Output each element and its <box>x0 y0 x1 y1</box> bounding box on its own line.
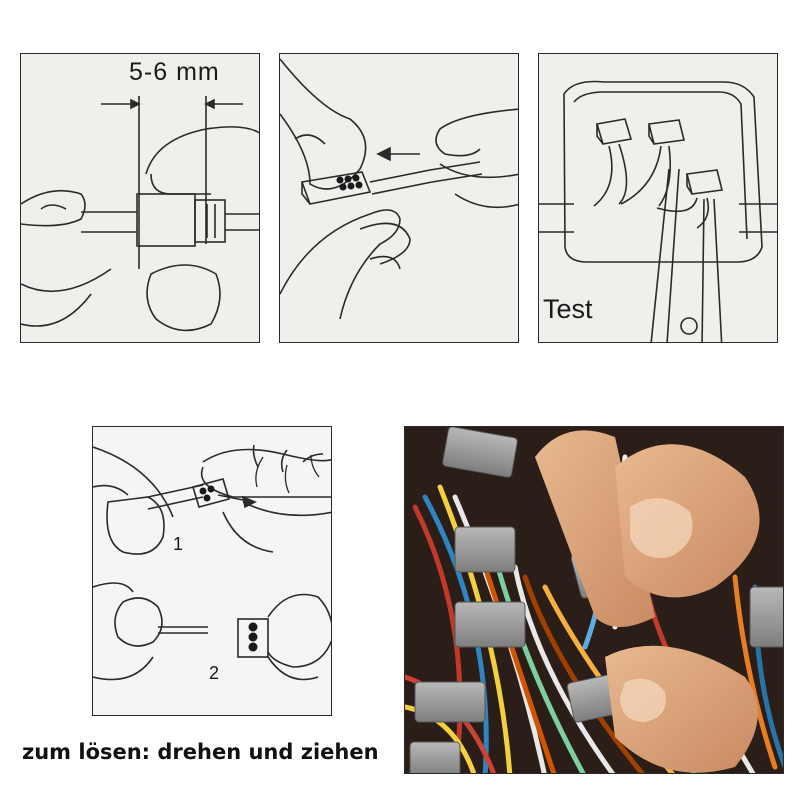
insert-wire-illustration <box>280 58 518 320</box>
step-release-panel: 1 2 <box>92 426 332 716</box>
step-1-label: 1 <box>173 534 184 554</box>
step-2-label: 2 <box>209 663 220 683</box>
step-strip-panel: 5-6 mm <box>20 53 260 343</box>
junction-box-test-illustration <box>539 80 777 342</box>
dimension-label: 5-6 mm <box>129 58 220 86</box>
release-instruction-caption: zum lösen: drehen und ziehen <box>22 740 379 764</box>
strip-wire-illustration <box>21 96 259 332</box>
step-insert-panel <box>279 53 519 343</box>
test-label: Test <box>543 294 593 324</box>
connector-photo <box>404 426 784 774</box>
release-connector-illustration <box>93 444 331 681</box>
connector-photo-illustration <box>405 427 783 773</box>
step-test-panel: Test <box>538 53 778 343</box>
